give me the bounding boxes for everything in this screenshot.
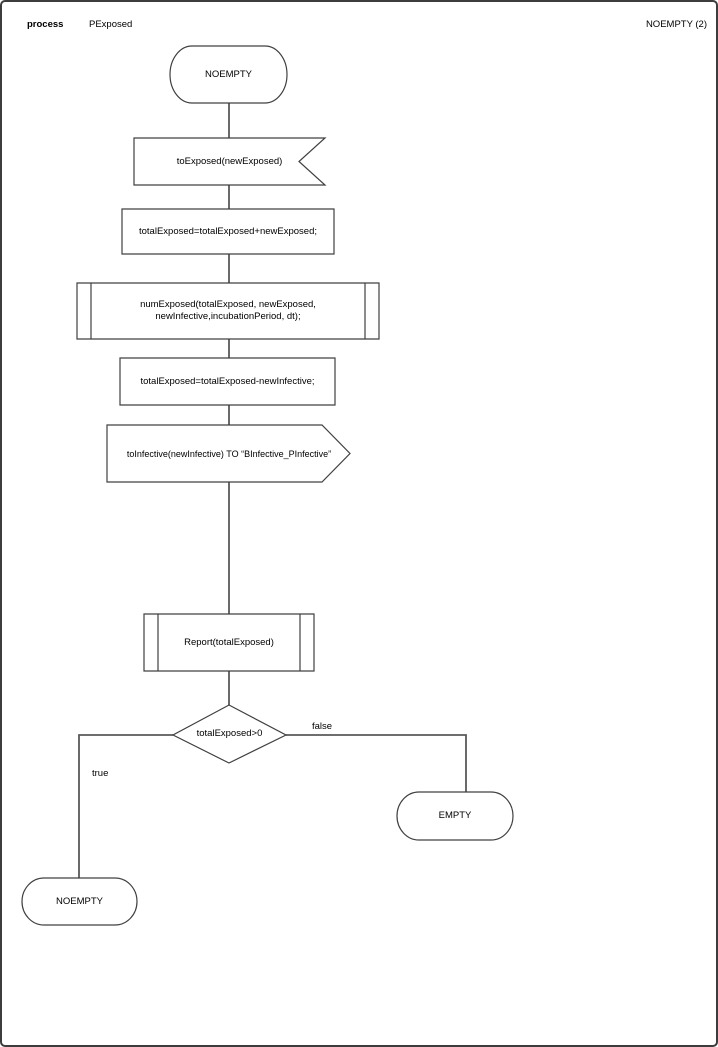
- proc-report-shape: [143, 613, 315, 672]
- decision-shape: [171, 704, 288, 764]
- connector-true-branch: [78, 734, 173, 878]
- false-branch-label: false: [312, 721, 333, 732]
- node-shapes: [21, 45, 514, 926]
- output-signal-shape: [106, 424, 351, 483]
- state-noempty-shape: [21, 877, 138, 926]
- start-state-shape: [169, 45, 288, 104]
- connector-lines: [78, 103, 467, 878]
- header-kind-label: process: [27, 19, 64, 30]
- true-branch-label: true: [92, 768, 109, 779]
- state-empty-shape: [396, 791, 514, 841]
- connector-false-branch: [286, 734, 467, 792]
- input-signal-shape: [133, 137, 327, 186]
- task-add-shape: [121, 208, 335, 255]
- task-sub-shape: [119, 357, 336, 406]
- header-process-name: PExposed: [89, 19, 133, 30]
- proc-num-shape: [76, 282, 380, 340]
- header-page-label: NOEMPTY (2): [645, 19, 707, 30]
